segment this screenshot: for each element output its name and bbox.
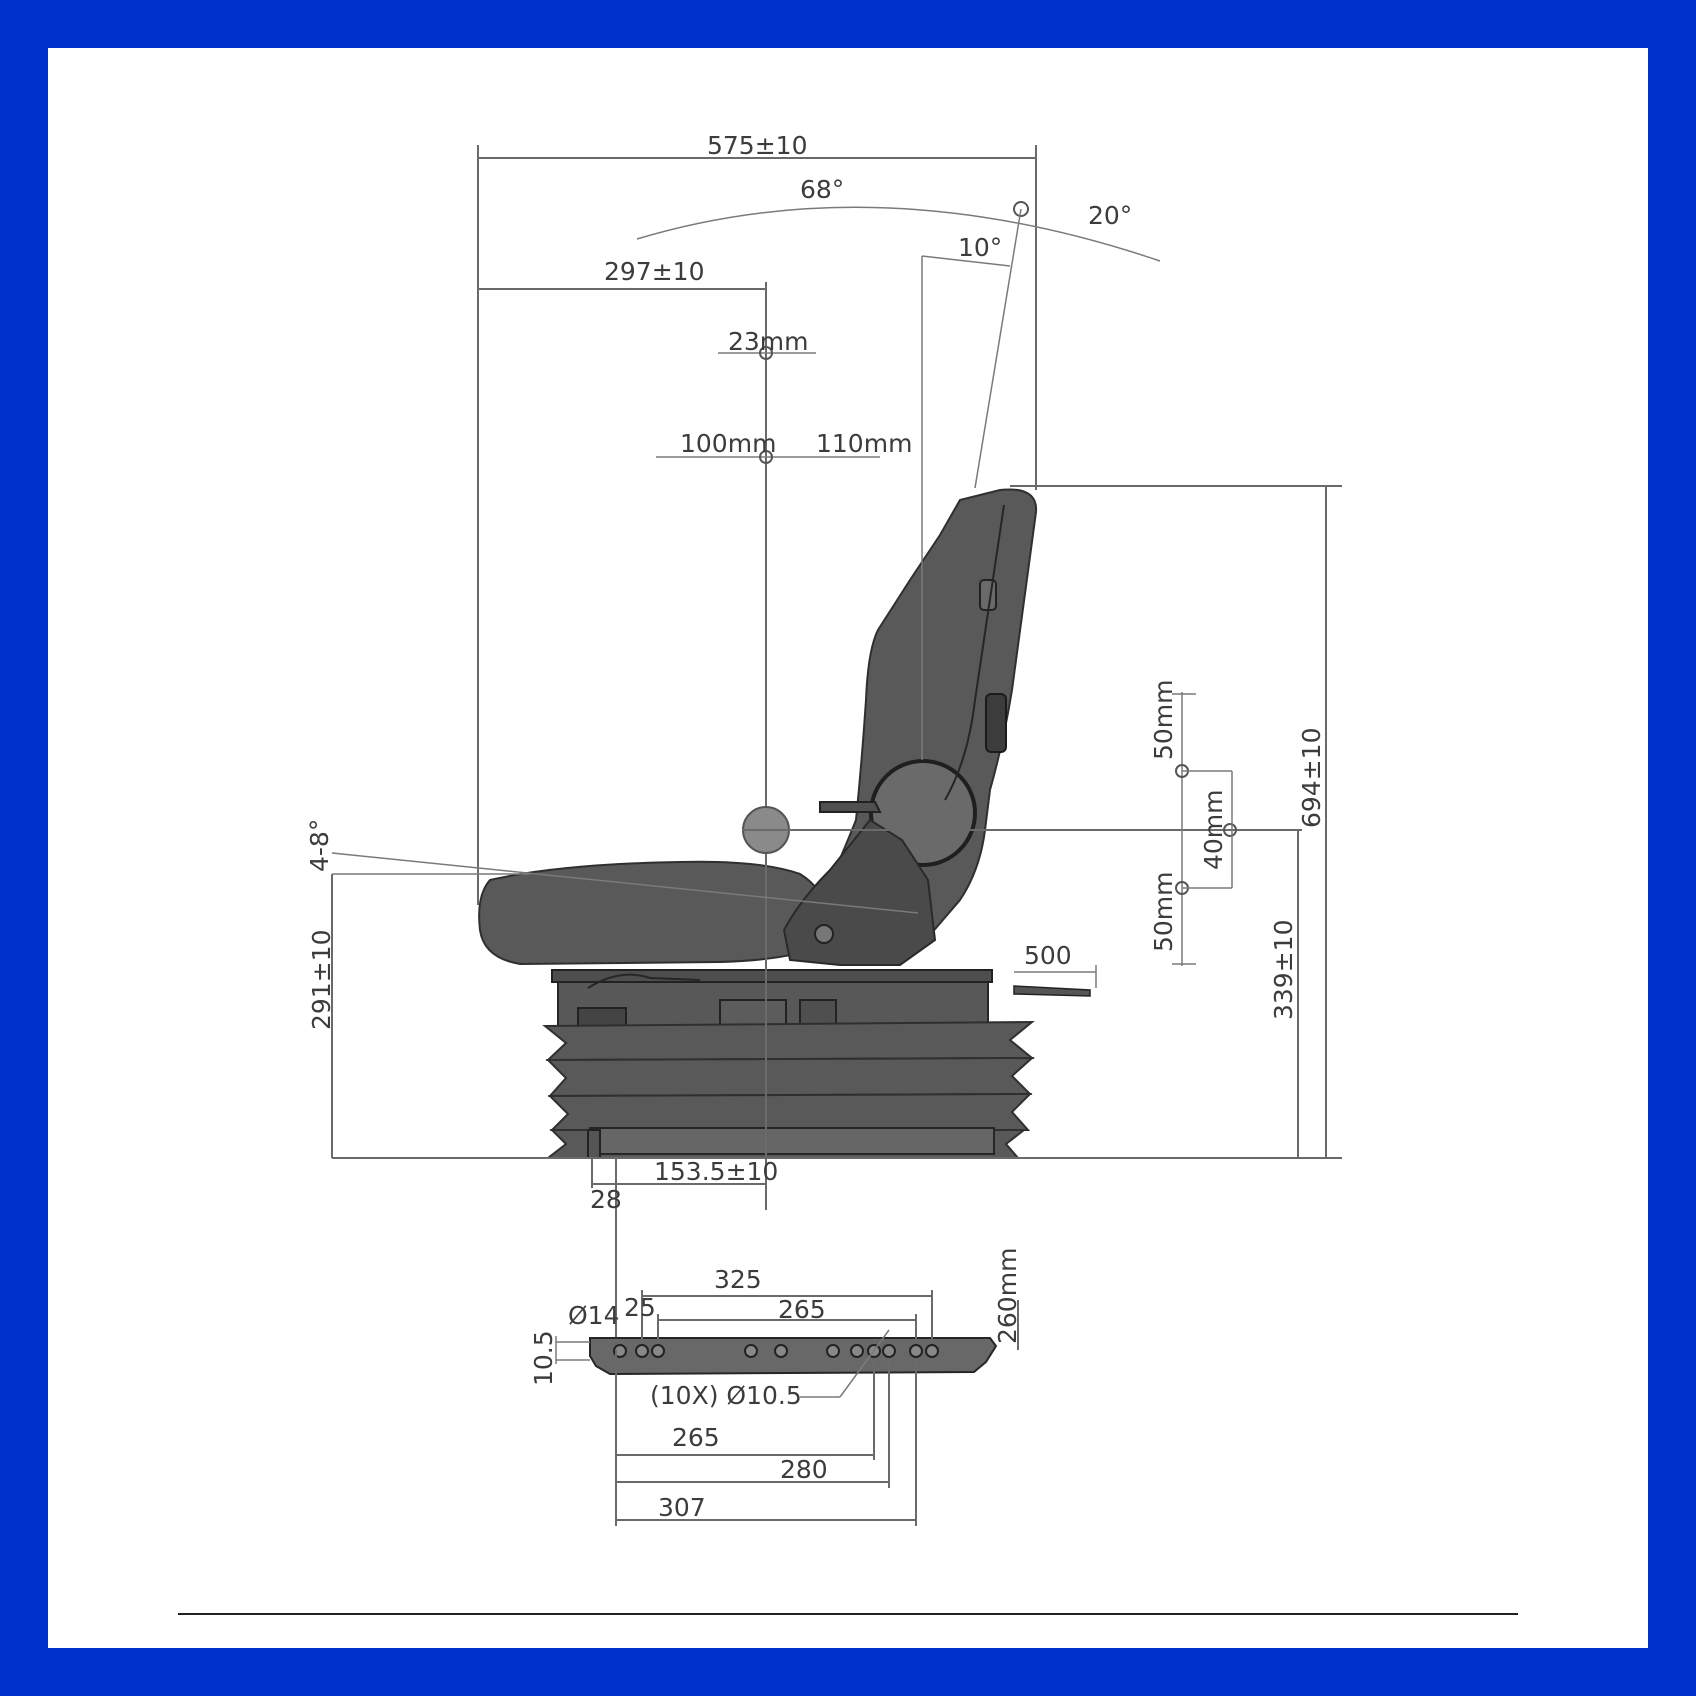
label-575: 575±10 xyxy=(707,131,807,160)
mechanism-lever xyxy=(587,973,701,989)
seat-illustration xyxy=(478,488,1091,1159)
label-28: 28 xyxy=(590,1185,622,1214)
dimension-lines xyxy=(331,145,1342,1350)
recline-lever xyxy=(819,801,882,813)
label-307: 307 xyxy=(658,1493,706,1522)
label-25: 25 xyxy=(624,1293,656,1322)
base-plate-detail xyxy=(555,1290,1019,1526)
label-265-top: 265 xyxy=(778,1295,826,1324)
label-4-8deg: 4-8° xyxy=(305,819,334,872)
backrest-label xyxy=(979,579,997,611)
label-holes: (10X) Ø10.5 xyxy=(650,1381,802,1410)
label-297: 297±10 xyxy=(604,257,704,286)
lumbar-knob xyxy=(985,693,1007,753)
label-23mm: 23mm xyxy=(728,327,809,356)
label-325: 325 xyxy=(714,1265,762,1294)
label-280: 280 xyxy=(780,1455,828,1484)
label-100mm: 100mm xyxy=(680,429,776,458)
label-10deg: 10° xyxy=(958,233,1002,262)
label-10-5: 10.5 xyxy=(529,1330,558,1386)
slide-lever xyxy=(1013,985,1091,997)
base-plate-side xyxy=(589,1127,995,1155)
seat-cushion xyxy=(478,860,830,966)
label-694: 694±10 xyxy=(1297,728,1326,828)
backrest-edge xyxy=(944,504,1005,801)
label-110mm: 110mm xyxy=(816,429,912,458)
label-153-5: 153.5±10 xyxy=(654,1157,778,1186)
label-40mm: 40mm xyxy=(1199,789,1228,870)
mounting-holes xyxy=(613,1344,939,1358)
dimension-labels: 575±10 68° 20° 10° 297±10 23mm 100mm 110… xyxy=(305,131,1326,1522)
label-50mm-top: 50mm xyxy=(1149,679,1178,760)
label-500: 500 xyxy=(1024,941,1072,970)
label-20deg: 20° xyxy=(1088,201,1132,230)
label-260mm: 260mm xyxy=(993,1248,1022,1344)
label-265-bottom: 265 xyxy=(672,1423,720,1452)
base-foot-left xyxy=(587,1129,601,1159)
label-dia14: Ø14 xyxy=(568,1301,620,1330)
bracket-bolt xyxy=(814,924,834,944)
label-339: 339±10 xyxy=(1269,920,1298,1020)
label-68deg: 68° xyxy=(800,175,844,204)
label-50mm-bottom: 50mm xyxy=(1149,871,1178,952)
label-291: 291±10 xyxy=(307,930,336,1030)
